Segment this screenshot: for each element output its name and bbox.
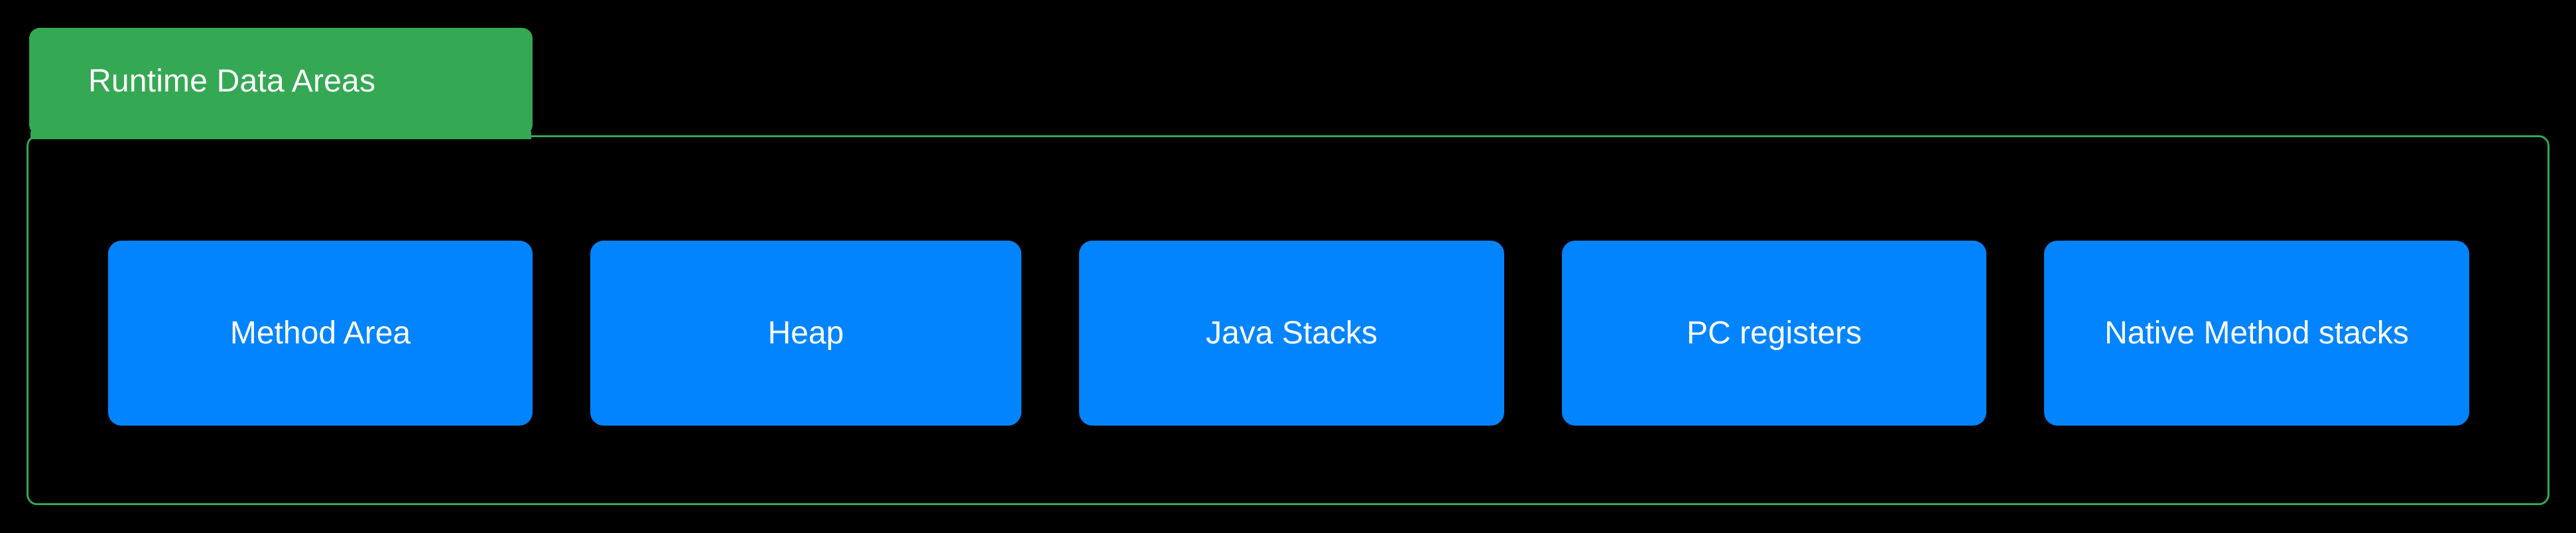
node-pc-registers-label: PC registers [1686, 315, 1862, 351]
node-java-stacks-label: Java Stacks [1206, 315, 1378, 351]
node-method-area[interactable]: Method Area [108, 241, 533, 426]
runtime-data-areas-label-tab: Runtime Data Areas [29, 28, 533, 135]
node-java-stacks[interactable]: Java Stacks [1079, 241, 1504, 426]
node-native-method-stacks-label: Native Method stacks [2104, 315, 2409, 351]
runtime-data-areas-container [27, 135, 2549, 505]
node-heap-label: Heap [767, 315, 844, 351]
node-method-area-label: Method Area [229, 315, 411, 351]
node-pc-registers[interactable]: PC registers [1562, 241, 1986, 426]
runtime-data-areas-node-row: Method Area Heap Java Stacks PC register… [108, 241, 2469, 426]
node-native-method-stacks[interactable]: Native Method stacks [2044, 241, 2469, 426]
tab-container-join [31, 131, 531, 139]
runtime-data-areas-label-text: Runtime Data Areas [88, 64, 376, 99]
node-heap[interactable]: Heap [590, 241, 1021, 426]
